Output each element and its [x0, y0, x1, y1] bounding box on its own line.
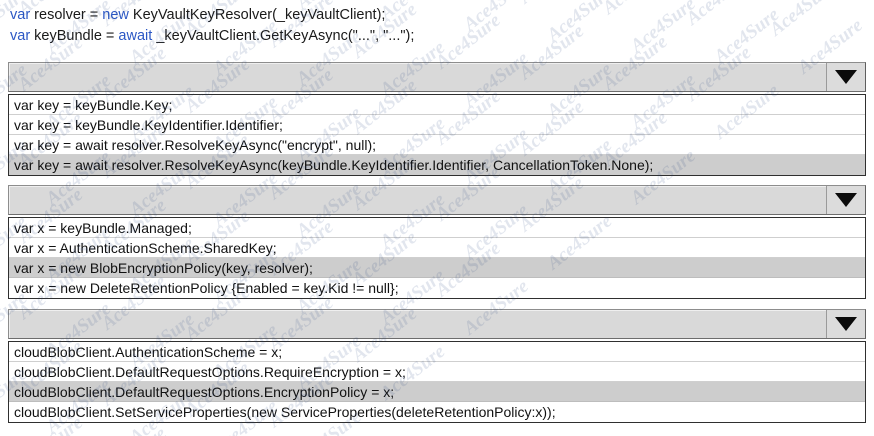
list-item[interactable]: var x = AuthenticationScheme.SharedKey;: [9, 238, 865, 258]
code-text: keyBundle =: [34, 28, 119, 44]
code-text: _keyVaultClient.GetKeyAsync("...", "..."…: [156, 28, 415, 44]
dropdown-1[interactable]: [8, 62, 866, 92]
dropdown-1-combobox[interactable]: [8, 62, 866, 92]
dropdown-1-option-list: var key = keyBundle.Key;var key = keyBun…: [8, 94, 866, 176]
code-keyword: var: [10, 7, 35, 23]
list-item[interactable]: var key = keyBundle.KeyIdentifier.Identi…: [9, 115, 865, 135]
code-keyword: new: [102, 7, 133, 23]
list-item[interactable]: cloudBlobClient.AuthenticationScheme = x…: [9, 342, 865, 362]
dropdown-1-toggle-button[interactable]: [826, 63, 865, 91]
code-keyword: var: [10, 28, 35, 44]
chevron-down-icon: [835, 317, 857, 331]
chevron-down-icon: [835, 193, 857, 207]
list-item[interactable]: var x = new DeleteRetentionPolicy {Enabl…: [9, 278, 865, 298]
list-item[interactable]: var key = await resolver.ResolveKeyAsync…: [9, 135, 865, 155]
list-item[interactable]: var key = await resolver.ResolveKeyAsync…: [9, 155, 865, 175]
dropdown-3-toggle-button[interactable]: [826, 310, 865, 338]
dropdown-2-option-list: var x = keyBundle.Managed;var x = Authen…: [8, 217, 866, 299]
list-item[interactable]: var x = new BlobEncryptionPolicy(key, re…: [9, 258, 865, 278]
code-preamble: var resolver = new KeyVaultKeyResolver(_…: [10, 5, 414, 47]
code-keyword: await: [118, 28, 157, 44]
list-item[interactable]: cloudBlobClient.DefaultRequestOptions.Re…: [9, 362, 865, 382]
code-text: resolver =: [34, 7, 103, 23]
dropdown-2-combobox[interactable]: [8, 185, 866, 215]
list-item[interactable]: cloudBlobClient.SetServiceProperties(new…: [9, 402, 865, 422]
dropdown-2-toggle-button[interactable]: [826, 186, 865, 214]
dropdown-3-option-list: cloudBlobClient.AuthenticationScheme = x…: [8, 341, 866, 423]
list-item[interactable]: cloudBlobClient.DefaultRequestOptions.En…: [9, 382, 865, 402]
chevron-down-icon: [835, 70, 857, 84]
code-line: var keyBundle = await _keyVaultClient.Ge…: [10, 26, 414, 47]
list-item[interactable]: var x = keyBundle.Managed;: [9, 218, 865, 238]
dropdown-3[interactable]: [8, 309, 866, 339]
dropdown-3-combobox[interactable]: [8, 309, 866, 339]
code-line: var resolver = new KeyVaultKeyResolver(_…: [10, 5, 414, 26]
code-text: KeyVaultKeyResolver(_keyVaultClient);: [132, 7, 386, 23]
list-item[interactable]: var key = keyBundle.Key;: [9, 95, 865, 115]
dropdown-2[interactable]: [8, 185, 866, 215]
